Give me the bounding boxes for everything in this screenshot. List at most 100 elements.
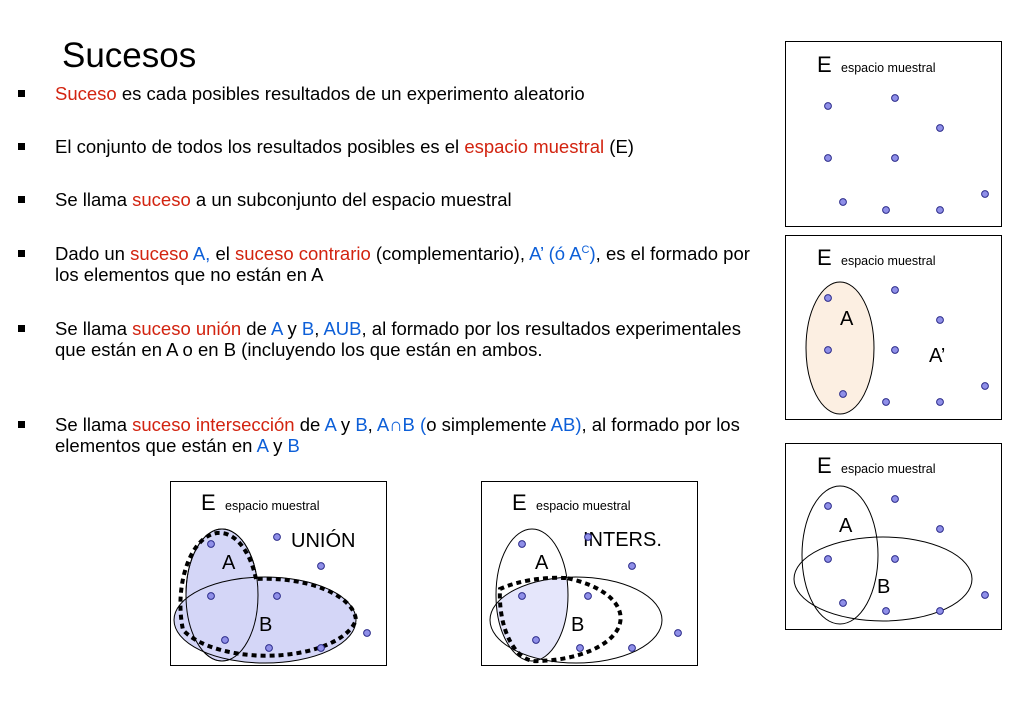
bullet-text-run: B	[355, 414, 368, 435]
bullet-text-run: AUB	[323, 318, 362, 339]
bullet-text-run: A	[324, 414, 336, 435]
set-b-ellipse	[489, 576, 663, 664]
set-a-label: A	[839, 515, 853, 537]
sample-point	[882, 607, 890, 615]
sample-point	[891, 94, 899, 102]
bullet-text-run: suceso contrario	[235, 243, 371, 264]
union-boundary	[178, 530, 359, 658]
bullet-text-run: ,	[314, 318, 324, 339]
set-a-ellipse-outline	[185, 528, 259, 662]
bullet-text-run: , es el formado por los elementos que no…	[55, 243, 750, 285]
sample-point	[891, 286, 899, 294]
sample-space-sublabel: espacio muestral	[841, 254, 936, 268]
bullet-text-run: A,	[188, 243, 211, 264]
bullet-square-icon	[18, 143, 25, 150]
complement-svg: E espacio muestral A A’	[805, 245, 989, 415]
events-a-b-svg: E espacio muestral A B	[793, 453, 989, 625]
sample-point	[936, 316, 944, 324]
bullet-text-run: El conjunto de todos los resultados posi…	[55, 136, 465, 157]
bullet-text: El conjunto de todos los resultados posi…	[55, 136, 770, 157]
bullet-text: Suceso es cada posibles resultados de un…	[55, 83, 770, 104]
bullet-text-run: y	[335, 414, 356, 435]
set-a-ellipse	[805, 281, 875, 415]
sample-point	[221, 636, 229, 644]
union-label: UNIÓN	[291, 529, 355, 552]
sample-point	[824, 555, 832, 563]
bullet-text-run: ,	[367, 414, 377, 435]
intersection-label: INTERS.	[583, 529, 662, 551]
sample-space-diagram: E espacio muestral	[785, 41, 1002, 227]
sample-point	[891, 346, 899, 354]
complement-diagram: E espacio muestral A A’	[785, 235, 1002, 420]
bullet-square-icon	[18, 421, 25, 428]
bullet-text-run: es cada posibles resultados de un experi…	[116, 83, 585, 104]
bullet-text-run: suceso	[132, 189, 191, 210]
bullet-text-run: de	[241, 318, 271, 339]
bullet-square-icon	[18, 196, 25, 203]
sample-point	[824, 346, 832, 354]
bullet-text-run: A	[271, 318, 283, 339]
sample-point	[824, 102, 832, 110]
sample-point	[839, 198, 847, 206]
bullet-square-icon	[18, 250, 25, 257]
sample-point	[936, 124, 944, 132]
sample-point	[891, 555, 899, 563]
bullet-text-run: , al formado por los elementos que están…	[55, 414, 740, 456]
sample-point	[273, 533, 281, 541]
sample-point	[317, 644, 325, 652]
bullet-text-run: suceso unión	[132, 318, 242, 339]
sample-point	[317, 562, 325, 570]
sample-point	[518, 540, 526, 548]
sample-point	[882, 398, 890, 406]
set-b-label: B	[571, 614, 584, 636]
sample-point	[981, 382, 989, 390]
sample-space-label: E	[512, 490, 527, 515]
sample-point	[981, 190, 989, 198]
sample-point	[265, 644, 273, 652]
sample-point	[936, 398, 944, 406]
complement-label: A’	[929, 345, 945, 367]
bullet-text-run: suceso intersección	[132, 414, 295, 435]
bullet-text-run: el	[210, 243, 236, 264]
bullet-text-run: A∩B (	[376, 414, 427, 435]
bullet-text-run: C	[581, 243, 590, 256]
sample-point	[628, 644, 636, 652]
set-a-label: A	[222, 552, 236, 574]
sample-point	[824, 502, 832, 510]
sample-point	[518, 592, 526, 600]
sample-space-sublabel: espacio muestral	[225, 499, 320, 513]
bullet-text: Se llama suceso intersección de A y B, A…	[55, 414, 770, 456]
bullet-text-run: Se llama	[55, 318, 133, 339]
bullet-text-run: y	[282, 318, 302, 339]
sample-point	[882, 206, 890, 214]
sample-point	[891, 495, 899, 503]
sample-point	[936, 206, 944, 214]
set-a-ellipse	[801, 485, 879, 625]
sample-point	[936, 607, 944, 615]
bullet-text: Se llama suceso a un subconjunto del esp…	[55, 189, 770, 210]
sample-space-label: E	[201, 490, 216, 515]
sample-point	[981, 591, 989, 599]
bullet-text-run: A’ (ó A	[529, 243, 582, 264]
set-a-label: A	[535, 552, 549, 574]
bullet-text-run: B	[301, 318, 315, 339]
sample-point	[674, 629, 682, 637]
bullet-text-run: B	[287, 435, 300, 456]
sample-point	[207, 592, 215, 600]
bullet-text-run: Se llama	[55, 414, 133, 435]
bullet-text-run: o simplemente	[426, 414, 551, 435]
set-a-label: A	[840, 308, 854, 330]
page-title: Sucesos	[62, 36, 197, 75]
sample-point	[532, 636, 540, 644]
bullet-text-run: y	[267, 435, 288, 456]
bullet-square-icon	[18, 325, 25, 332]
sample-point	[576, 644, 584, 652]
bullet-text-run: A	[256, 435, 268, 456]
bullet-text-run: Suceso	[55, 83, 117, 104]
sample-point	[584, 592, 592, 600]
set-a-ellipse	[495, 528, 569, 662]
bullet-text-run: suceso	[130, 243, 189, 264]
bullet-text-run: Se llama	[55, 189, 133, 210]
sample-point	[891, 154, 899, 162]
bullet-text-run: (complementario),	[370, 243, 530, 264]
